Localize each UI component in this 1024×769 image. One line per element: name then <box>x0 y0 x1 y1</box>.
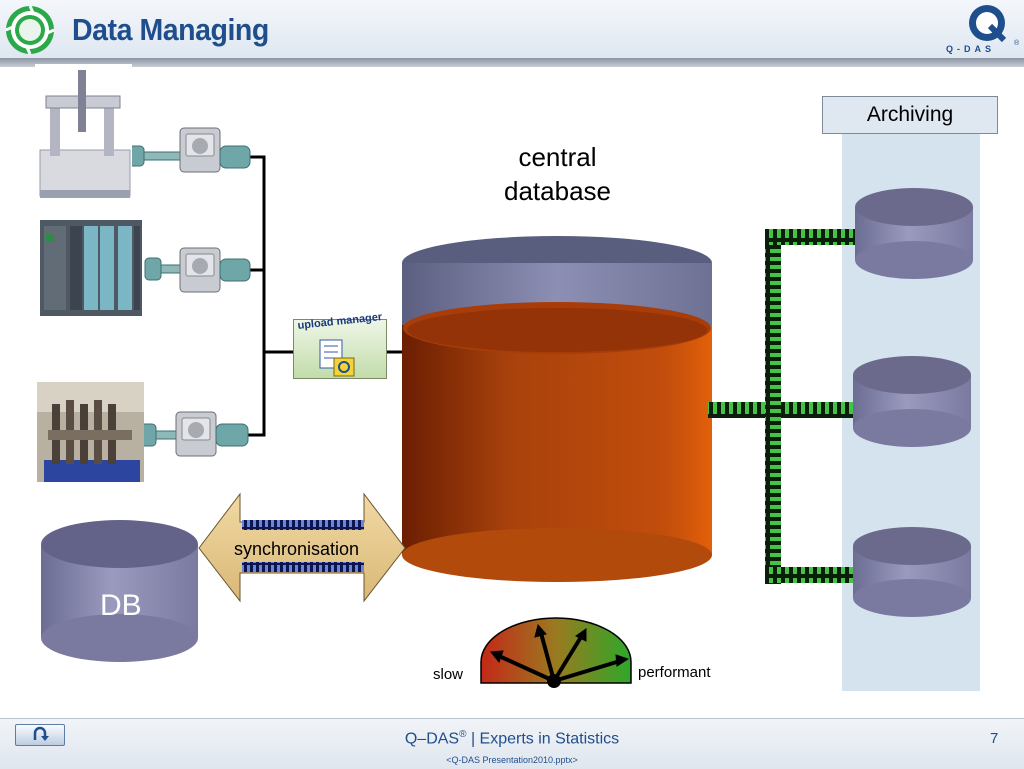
footer-tagline: Q–DAS® | Experts in Statistics <box>0 729 1024 748</box>
logo-ring-icon <box>5 5 55 55</box>
storage-device-icon <box>179 127 221 173</box>
footer-band <box>0 718 1024 769</box>
central-database-cylinder <box>402 236 712 582</box>
file-name: <Q-DAS Presentation2010.pptx> <box>446 755 578 765</box>
archive-cylinder-3 <box>853 527 971 617</box>
connection-lines <box>248 155 404 437</box>
back-arrow-icon <box>33 726 49 741</box>
upload-manager-icon <box>319 339 355 377</box>
qdas-logo-icon <box>969 5 1007 43</box>
cmm-machine-photo <box>35 64 132 204</box>
header-divider <box>0 58 1024 67</box>
storage-device-icon <box>179 247 221 293</box>
brand-name: Q-DAS <box>946 44 995 54</box>
page-title: Data Managing <box>72 12 269 47</box>
storage-device-icon <box>175 411 217 457</box>
gear-fixture-photo <box>37 382 144 482</box>
secondary-db-cylinder <box>41 520 198 662</box>
synchronisation-label: synchronisation <box>234 539 360 559</box>
footer-reg-mark: ® <box>459 729 467 740</box>
archive-cylinder-2 <box>853 356 971 447</box>
header-band <box>0 0 1024 58</box>
sync-arrow <box>198 492 406 603</box>
archiving-label: Archiving <box>822 96 998 134</box>
device-row-2 <box>144 247 251 293</box>
archive-cylinder-1 <box>855 188 973 279</box>
back-button[interactable] <box>15 724 65 746</box>
gauge-slow-label: slow <box>433 666 464 683</box>
device-row-1 <box>127 127 251 173</box>
central-database-label: central database <box>470 140 645 208</box>
db-label: DB <box>100 589 142 622</box>
network-bus <box>708 229 857 584</box>
performance-gauge <box>480 617 632 688</box>
plc-rack-photo <box>40 220 142 316</box>
device-row-3 <box>139 411 249 457</box>
central-database-label-line1: central <box>518 142 597 172</box>
footer-tagline-text: | Experts in Statistics <box>470 730 620 748</box>
page-number: 7 <box>990 730 999 747</box>
brand-registered-mark: ® <box>1014 40 1020 47</box>
central-database-label-line2: database <box>504 176 611 206</box>
footer-brand: Q–DAS <box>404 730 460 748</box>
gauge-performant-label: performant <box>638 664 711 681</box>
